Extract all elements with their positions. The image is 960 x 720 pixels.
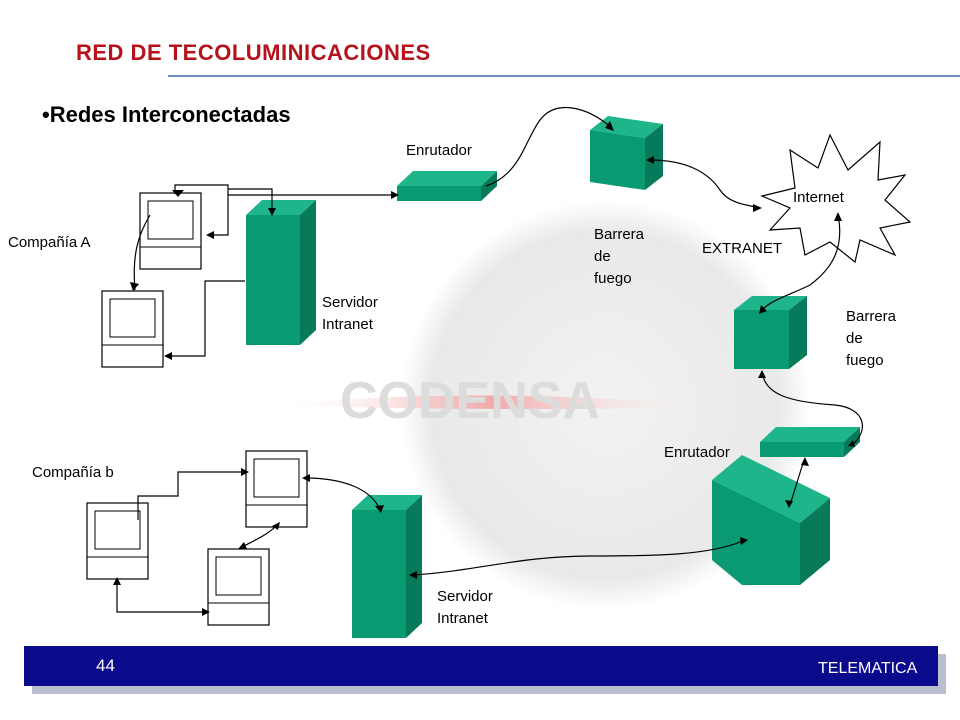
watermark-text: CODENSA [340, 372, 600, 430]
router-top [397, 171, 497, 201]
computer-b3 [207, 548, 270, 626]
server-bottom [352, 495, 422, 638]
server-bottom-label: Servidor Intranet [437, 588, 493, 627]
computer-a1 [139, 192, 202, 270]
firewall-top-label: Barrera de fuego [594, 226, 645, 287]
extranet-label: EXTRANET [702, 240, 783, 257]
connectors [116, 106, 863, 613]
router-bottom-label: Enrutador [664, 444, 730, 461]
watermark: CODENSA [265, 200, 810, 610]
firewall-top [590, 116, 663, 190]
page-title: RED DE TECOLUMINICACIONES [76, 40, 431, 65]
firewall-right-label: Barrera de fuego [846, 308, 897, 369]
title-underline [168, 75, 960, 77]
router-top-label: Enrutador [406, 142, 472, 159]
page-number: 44 [96, 656, 115, 675]
computer-b1 [245, 450, 308, 528]
server-top-label: Servidor Intranet [322, 294, 378, 333]
gateway-box [712, 455, 830, 585]
internet-cloud [760, 133, 912, 264]
server-top [246, 200, 316, 345]
computer-b2 [86, 502, 149, 580]
company-a-label: Compañía A [8, 234, 91, 251]
section-bullet: •Redes Interconectadas [42, 102, 291, 127]
arrowheads [113, 121, 855, 616]
router-bottom [760, 427, 860, 457]
company-b-label: Compañía b [32, 464, 114, 481]
internet-label: Internet [793, 189, 844, 206]
footer-course: TELEMATICA [818, 660, 918, 677]
firewall-right [734, 296, 807, 369]
footer-bar [24, 646, 938, 686]
computer-a2 [101, 290, 164, 368]
